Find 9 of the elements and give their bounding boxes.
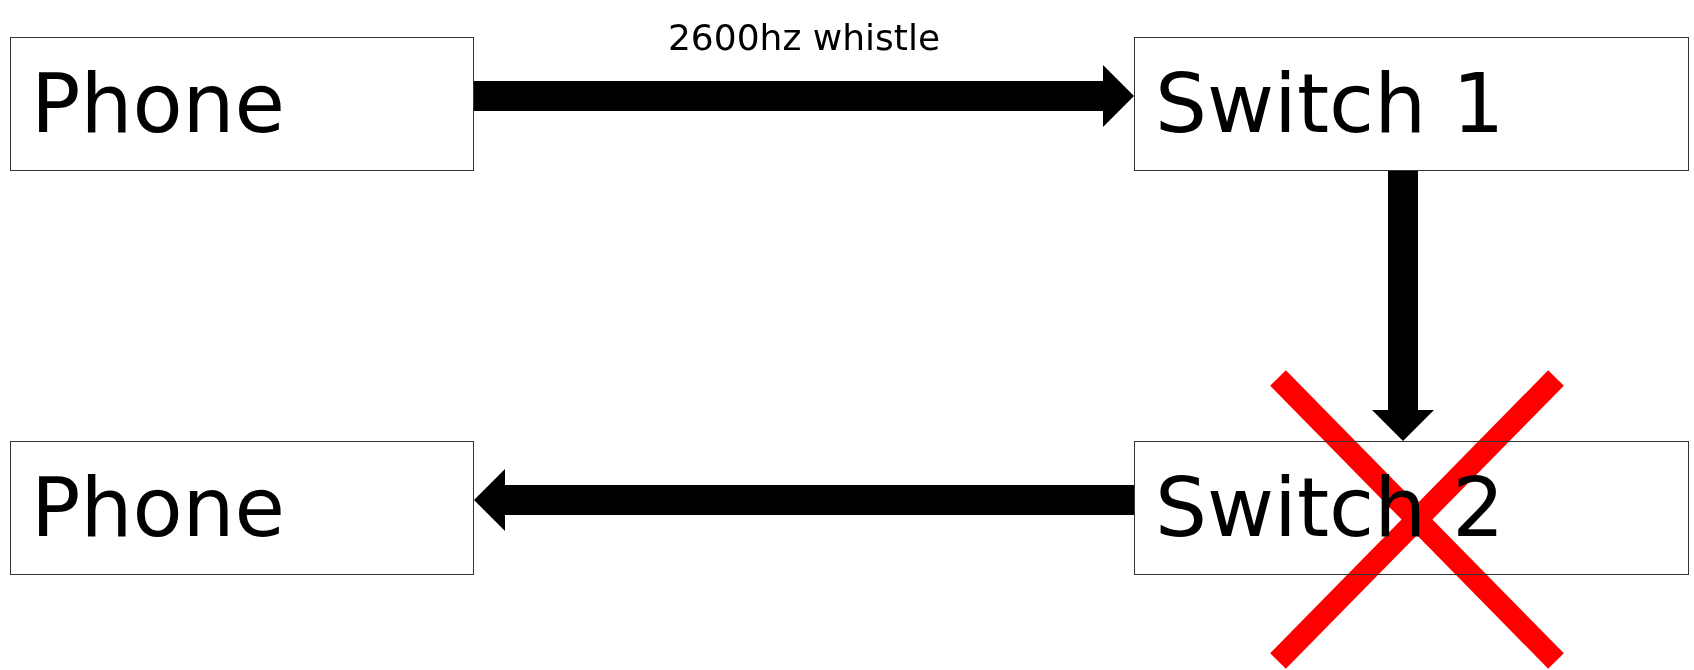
block-arrow [474, 65, 1134, 127]
process-box [1134, 37, 1689, 171]
process-box [10, 441, 474, 575]
block-arrow [1372, 171, 1434, 441]
node-label: Phone [31, 467, 285, 549]
block-arrow [474, 469, 1134, 531]
process-box [10, 37, 474, 171]
node-label: Phone [31, 63, 285, 145]
node-label: Switch 1 [1155, 63, 1505, 145]
